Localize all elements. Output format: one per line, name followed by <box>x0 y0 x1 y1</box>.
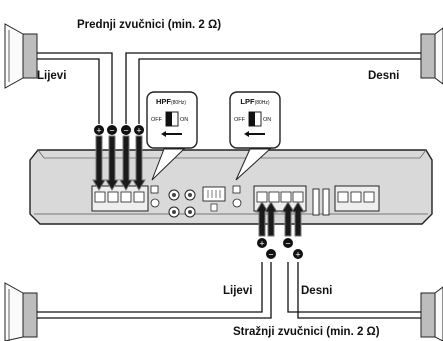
input-jacks <box>168 189 196 218</box>
front-left-speaker <box>4 23 38 89</box>
power-terminal-block <box>334 185 380 212</box>
front-right-speaker <box>420 27 443 85</box>
svg-text:+: + <box>295 250 300 260</box>
hpf-switch-knob <box>166 112 172 126</box>
front-terminal-arrows <box>92 135 146 191</box>
svg-text:−: − <box>268 250 273 260</box>
front-speakers-label: Prednji zvučnici (min. 2 Ω) <box>77 19 221 31</box>
front-wire-ends <box>98 100 140 124</box>
lpf-switch-small <box>232 185 242 208</box>
front-right-label: Desni <box>368 70 399 82</box>
lpf-arrow-icon <box>244 131 265 137</box>
rear-speakers-label: Stražnji zvučnici (min. 2 Ω) <box>233 326 380 338</box>
rear-right-speaker <box>420 286 443 341</box>
front-left-label: Lijevi <box>37 70 66 82</box>
rear-terminal-arrows <box>255 201 305 237</box>
svg-text:−: − <box>123 126 128 136</box>
hpf-callout: HPF(80Hz) OFF ON <box>146 91 198 181</box>
hpf-arrow-icon <box>161 131 182 137</box>
lpf-off-label: OFF <box>234 117 246 123</box>
rear-left-speaker <box>4 282 38 341</box>
level-connector <box>202 186 226 212</box>
svg-text:+: + <box>259 239 264 249</box>
fuses <box>312 188 330 216</box>
hpf-title: HPF(80Hz) <box>156 97 186 106</box>
front-polarity-markers: + − − + <box>94 125 144 136</box>
svg-text:−: − <box>285 239 290 249</box>
lpf-title: LPF(80Hz) <box>240 97 270 106</box>
lpf-switch-knob <box>249 112 255 126</box>
rear-left-label: Lijevi <box>223 285 252 297</box>
hpf-switch-small <box>150 185 160 208</box>
hpf-on-label: ON <box>180 117 188 123</box>
hpf-off-label: OFF <box>151 117 163 123</box>
svg-text:+: + <box>96 126 101 136</box>
svg-text:−: − <box>109 126 114 136</box>
front-speaker-wires <box>37 52 421 100</box>
svg-text:+: + <box>136 126 141 136</box>
lpf-callout: LPF(80Hz) OFF ON <box>229 91 281 181</box>
rear-right-label: Desni <box>301 285 332 297</box>
rear-polarity-markers: + − − + <box>257 238 303 260</box>
rear-speaker-wires <box>37 262 421 319</box>
lpf-on-label: ON <box>263 117 271 123</box>
